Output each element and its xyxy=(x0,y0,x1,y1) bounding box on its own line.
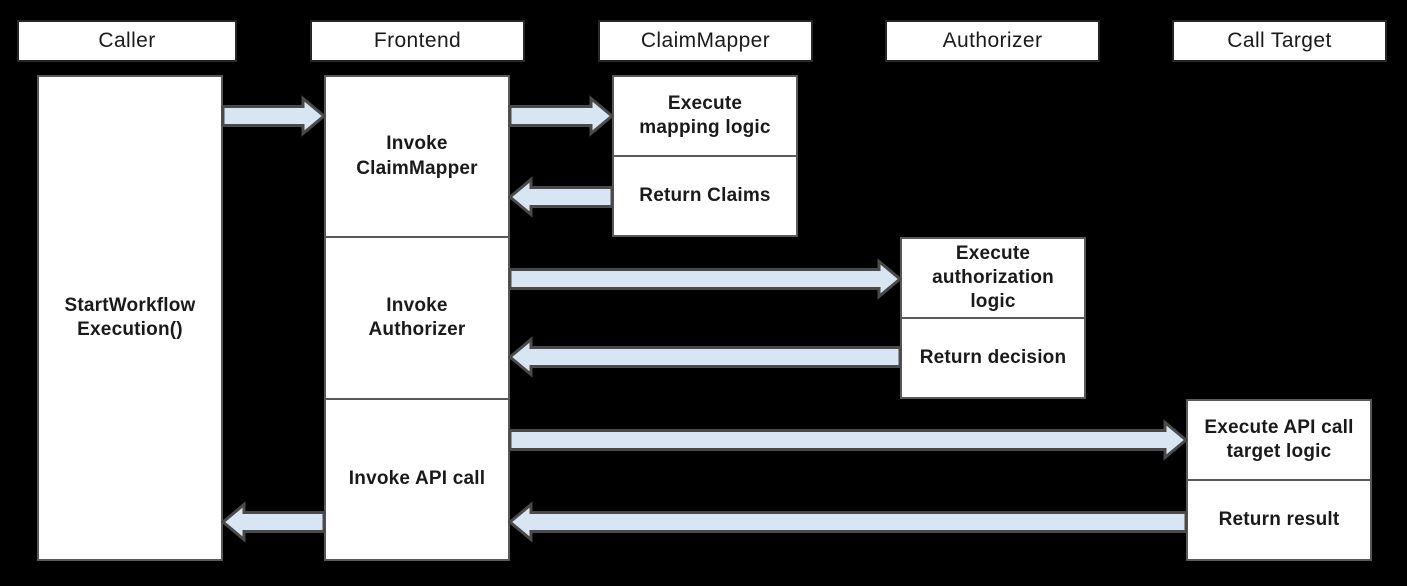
frontend-to-caller-return-arrow xyxy=(220,501,326,543)
frontend-to-calltarget-arrow xyxy=(508,419,1189,461)
authorizer-to-frontend-return-arrow xyxy=(507,336,902,378)
frontend-to-calltarget-arrow-shape xyxy=(508,419,1189,461)
claimmapper-to-frontend-return-arrow xyxy=(507,176,614,218)
step-label-line: Execute xyxy=(667,92,743,114)
step-invoke-api-call: Invoke API call xyxy=(326,397,508,559)
step-return-result: Return result xyxy=(1188,479,1370,559)
step-execute-api-call-target-logic: Execute API call target logic xyxy=(1188,401,1370,479)
caller-to-frontend-arrow xyxy=(221,95,327,137)
frontend-to-caller-return-arrow-shape xyxy=(220,501,326,543)
step-label-line: authorization xyxy=(932,266,1054,288)
calltarget-to-frontend-return-arrow xyxy=(507,501,1188,543)
authorizer-to-frontend-return-arrow-shape xyxy=(507,336,902,378)
step-label-line: Authorizer xyxy=(368,318,466,340)
lane-header-label: Caller xyxy=(98,29,156,52)
step-label-line: Invoke xyxy=(386,133,448,155)
step-label-line: Execute API call xyxy=(1204,416,1354,438)
lane-header-authorizer: Authorizer xyxy=(885,20,1100,62)
lane-header-caller: Caller xyxy=(17,20,237,62)
claimmapper-to-frontend-return-arrow-shape xyxy=(507,176,614,218)
lane-header-label: ClaimMapper xyxy=(640,29,771,52)
frontend-to-authorizer-arrow xyxy=(508,258,903,300)
frontend-to-authorizer-arrow-shape xyxy=(508,258,903,300)
frontend-to-claimmapper-arrow-shape xyxy=(508,95,615,137)
lane-header-frontend: Frontend xyxy=(310,20,525,62)
calltarget-to-frontend-return-arrow-shape xyxy=(507,501,1188,543)
frontend-to-claimmapper-arrow xyxy=(508,95,615,137)
step-label-line: Invoke xyxy=(386,294,448,316)
step-label-line: target logic xyxy=(1226,441,1332,462)
step-label-line: Return result xyxy=(1218,508,1340,530)
step-label-line: Invoke API call xyxy=(348,468,486,490)
step-label-line: Execution() xyxy=(77,319,183,340)
step-label-line: Execute xyxy=(955,242,1031,264)
step-label-line: StartWorkflow xyxy=(64,294,196,316)
step-label-line: Return decision xyxy=(919,346,1067,368)
lane-header-calltarget: Call Target xyxy=(1172,20,1387,62)
step-label-line: ClaimMapper xyxy=(356,157,478,179)
caller-to-frontend-arrow-shape xyxy=(221,95,327,137)
step-return-claims: Return Claims xyxy=(614,155,796,235)
step-label-line: Return Claims xyxy=(639,184,771,206)
lane-header-label: Frontend xyxy=(373,29,462,52)
lane-header-claimmapper: ClaimMapper xyxy=(598,20,813,62)
lane-header-label: Authorizer xyxy=(942,29,1043,52)
step-label-line: mapping logic xyxy=(639,117,771,138)
lane-header-label: Call Target xyxy=(1227,29,1332,52)
step-label-line: logic xyxy=(970,291,1016,313)
step-return-decision: Return decision xyxy=(902,317,1084,397)
step-execute-mapping-logic: Execute mapping logic xyxy=(614,77,796,155)
